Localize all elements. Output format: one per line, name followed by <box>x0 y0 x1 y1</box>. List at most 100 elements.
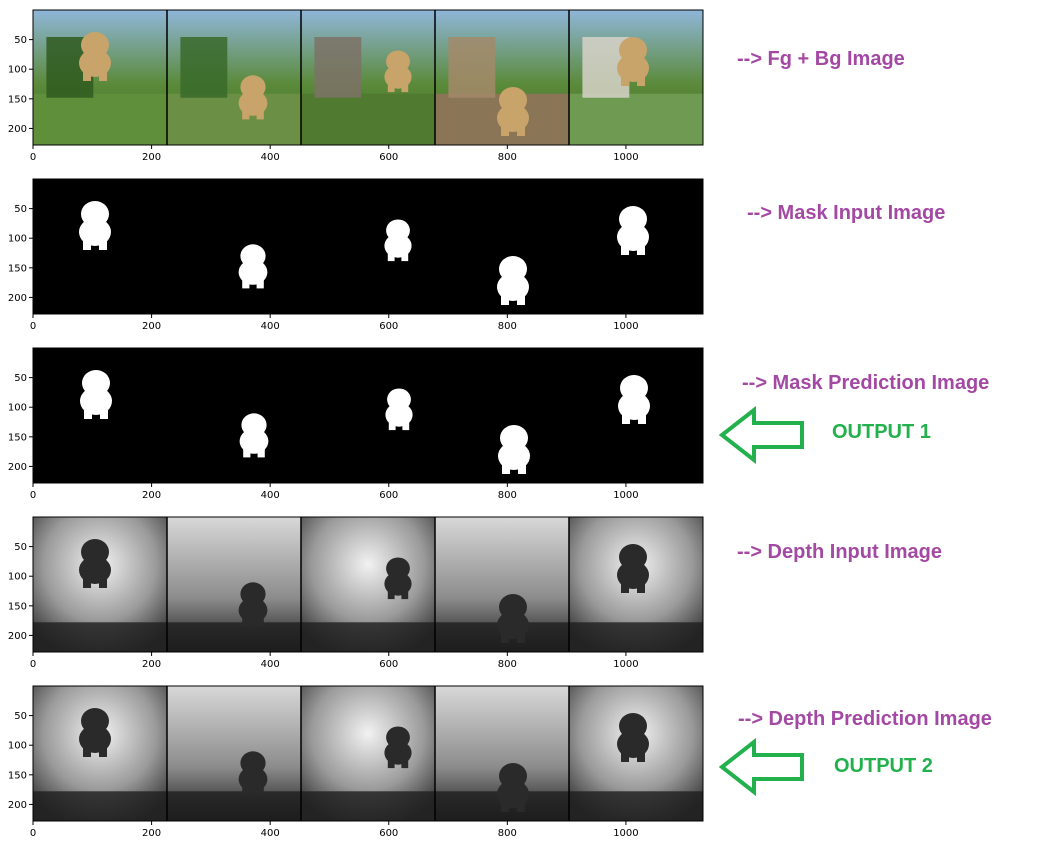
plot-frame <box>32 685 704 822</box>
y-tick-label: 50 <box>14 542 27 553</box>
y-tick-label: 150 <box>8 263 27 274</box>
caption-fg-bg: --> Fg + Bg Image <box>737 48 905 70</box>
y-tick-label: 50 <box>14 204 27 215</box>
caption-mask-prediction: --> Mask Prediction Image <box>742 372 990 394</box>
caption-depth-prediction: --> Depth Prediction Image <box>738 708 992 730</box>
x-tick-label: 200 <box>142 828 161 839</box>
mask-silhouette-4 <box>498 425 530 474</box>
image-tile-4 <box>434 10 569 145</box>
output-1-label: OUTPUT 1 <box>832 421 931 443</box>
image-tile-1 <box>33 686 167 821</box>
x-tick-label: 0 <box>30 659 36 670</box>
x-tick-label: 200 <box>142 659 161 670</box>
depth-silhouette-1 <box>79 708 111 757</box>
image-tile-5 <box>568 686 703 821</box>
plot-frame <box>32 516 704 653</box>
depth-silhouette-5 <box>617 544 649 593</box>
x-tick-label: 1000 <box>613 828 638 839</box>
x-tick-label: 0 <box>30 490 36 501</box>
x-tick-label: 0 <box>30 828 36 839</box>
x-tick-label: 400 <box>261 659 280 670</box>
x-tick-label: 400 <box>261 828 280 839</box>
image-tile-3 <box>300 686 435 821</box>
plot-frame <box>32 178 704 315</box>
y-tick-label: 200 <box>8 124 27 135</box>
y-tick-label: 150 <box>8 601 27 612</box>
y-tick-label: 50 <box>14 711 27 722</box>
y-tick-label: 50 <box>14 35 27 46</box>
row-depth-pred: 50 100 150 200 0 200 400 600 800 1000 <box>8 685 704 839</box>
y-tick-label: 200 <box>8 293 27 304</box>
x-tick-label: 600 <box>379 828 398 839</box>
mask-silhouette-2 <box>239 413 269 458</box>
image-tile-5 <box>568 517 703 652</box>
output-2-label: OUTPUT 2 <box>834 755 933 777</box>
mask-background <box>33 348 703 483</box>
x-tick-label: 1000 <box>613 490 638 501</box>
mask-silhouette-3 <box>384 219 412 262</box>
x-tick-label: 600 <box>379 659 398 670</box>
mask-silhouette-2 <box>238 244 268 289</box>
depth-silhouette-1 <box>79 539 111 588</box>
x-tick-label: 0 <box>30 152 36 163</box>
dog-2 <box>238 75 268 120</box>
caption-depth-input: --> Depth Input Image <box>737 541 942 563</box>
depth-silhouette-2 <box>238 582 268 627</box>
depth-silhouette-4 <box>497 763 529 812</box>
x-tick-label: 200 <box>142 490 161 501</box>
mask-silhouette-4 <box>497 256 529 305</box>
depth-silhouette-2 <box>238 751 268 796</box>
dog-1 <box>79 32 111 81</box>
x-tick-label: 800 <box>498 828 517 839</box>
x-tick-label: 800 <box>498 490 517 501</box>
x-tick-label: 200 <box>142 152 161 163</box>
image-tile-4 <box>434 517 569 652</box>
x-tick-label: 1000 <box>613 321 638 332</box>
image-tile-2 <box>166 686 301 821</box>
image-tile-2 <box>166 517 301 652</box>
y-tick-label: 200 <box>8 462 27 473</box>
mask-silhouette-1 <box>79 201 111 250</box>
row-mask-pred: 50 100 150 200 0 200 400 600 800 1000 <box>8 347 704 501</box>
x-tick-label: 200 <box>142 321 161 332</box>
image-tile-4 <box>434 686 569 821</box>
y-tick-label: 100 <box>8 403 27 414</box>
x-tick-label: 1000 <box>613 659 638 670</box>
depth-silhouette-3 <box>384 726 412 769</box>
dog-5 <box>617 37 649 86</box>
plot-frame <box>32 347 704 484</box>
mask-silhouette-1 <box>80 370 112 419</box>
y-tick-label: 100 <box>8 234 27 245</box>
plot-frame <box>32 9 704 146</box>
mask-silhouette-5 <box>618 375 650 424</box>
mask-silhouette-5 <box>617 206 649 255</box>
x-tick-label: 400 <box>261 490 280 501</box>
mask-background <box>33 179 703 314</box>
image-tile-1 <box>33 10 167 145</box>
y-tick-label: 150 <box>8 94 27 105</box>
y-tick-label: 200 <box>8 800 27 811</box>
dog-3 <box>384 50 412 93</box>
x-tick-label: 800 <box>498 321 517 332</box>
image-tile-3 <box>300 10 435 145</box>
y-tick-label: 100 <box>8 65 27 76</box>
x-tick-label: 400 <box>261 152 280 163</box>
y-tick-label: 200 <box>8 631 27 642</box>
depth-silhouette-5 <box>617 713 649 762</box>
x-tick-label: 800 <box>498 659 517 670</box>
depth-silhouette-4 <box>497 594 529 643</box>
caption-mask-input: --> Mask Input Image <box>747 202 946 224</box>
x-tick-label: 400 <box>261 321 280 332</box>
y-tick-label: 150 <box>8 770 27 781</box>
mask-silhouette-3 <box>385 388 413 431</box>
y-tick-label: 150 <box>8 432 27 443</box>
image-tile-1 <box>33 517 167 652</box>
x-tick-label: 600 <box>379 490 398 501</box>
x-tick-label: 1000 <box>613 152 638 163</box>
y-tick-label: 50 <box>14 373 27 384</box>
y-tick-label: 100 <box>8 741 27 752</box>
